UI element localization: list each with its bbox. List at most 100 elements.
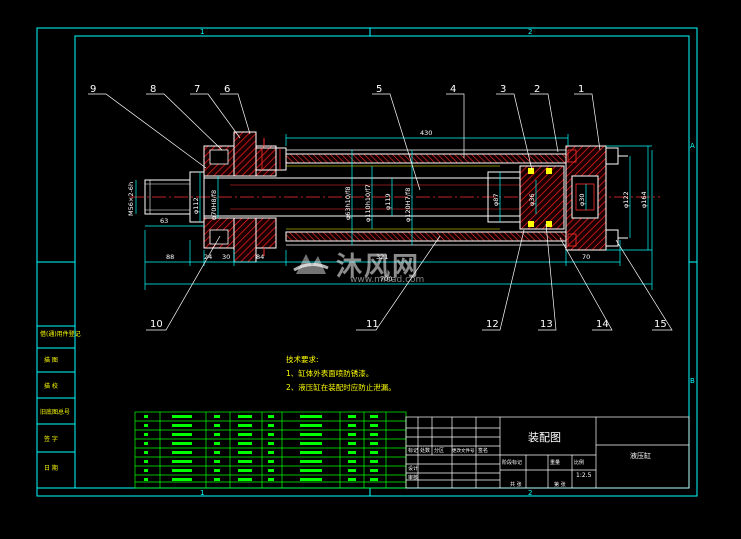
parts-cell-mark <box>144 442 148 445</box>
dim-phi70: φ70H8/f8 <box>210 190 218 220</box>
strip-3: 描 校 <box>44 382 58 390</box>
parts-cell-mark <box>268 415 274 418</box>
zone-right-b: B <box>690 377 695 385</box>
parts-cell-mark <box>348 442 356 445</box>
dim-88: 88 <box>166 253 174 261</box>
dim-phi36: φ36 <box>528 193 536 206</box>
parts-cell-mark <box>144 478 148 481</box>
dim-63: 63 <box>160 217 168 225</box>
label-count: 处数 <box>420 447 430 454</box>
parts-cell-mark <box>214 451 220 454</box>
dim-321: 321 <box>376 253 388 261</box>
parts-cell-mark <box>348 478 356 481</box>
cylinder-assembly <box>130 131 660 263</box>
parts-cell-mark <box>268 442 274 445</box>
parts-cell-mark <box>144 460 148 463</box>
parts-cell-mark <box>348 469 356 472</box>
part-label-5: 5 <box>376 84 382 95</box>
parts-cell-mark <box>370 478 378 481</box>
dim-30: 30 <box>222 253 230 261</box>
parts-cell-mark <box>370 442 378 445</box>
parts-cell-mark <box>238 415 252 418</box>
left-strip: 借(通)用件登记 描 图 描 校 旧底图总号 签 字 日 期 <box>36 261 81 489</box>
parts-cell-mark <box>144 415 148 418</box>
zone-bottom-right: 2 <box>528 489 532 497</box>
parts-cell-mark <box>172 451 192 454</box>
zone-top-right: 2 <box>528 28 532 36</box>
dim-phi119: φ119 <box>384 193 392 210</box>
parts-cell-mark <box>214 469 220 472</box>
sheet-number: 第 张 <box>554 481 566 488</box>
parts-cell-mark <box>348 451 356 454</box>
strip-5: 签 字 <box>44 435 58 443</box>
dim-phi63: φ63h10/f8 <box>344 186 352 220</box>
parts-cell-mark <box>214 442 220 445</box>
dim-phi120: φ120H7/f8 <box>404 188 412 222</box>
part-label-6: 6 <box>224 84 230 95</box>
label-weight: 重量 <box>550 459 560 466</box>
parts-cell-mark <box>172 442 192 445</box>
parts-cell-mark <box>300 469 322 472</box>
label-stage: 阶段标记 <box>502 459 522 466</box>
part-label-10: 10 <box>150 319 163 330</box>
cap-flange-top <box>233 131 257 177</box>
parts-cell-mark <box>144 424 148 427</box>
note-2: 2、液压缸在装配时应防止泄漏。 <box>286 382 396 392</box>
dim-700: 700 <box>380 275 392 283</box>
balloon-numbers: 9 8 7 6 5 4 3 2 1 10 11 12 13 14 15 <box>90 84 667 330</box>
strip-2: 描 图 <box>44 356 58 364</box>
part-label-7: 7 <box>194 84 200 95</box>
parts-cell-mark <box>172 469 192 472</box>
rear-flange-top <box>605 147 619 165</box>
parts-cell-mark <box>238 442 252 445</box>
parts-cell-mark <box>214 415 220 418</box>
parts-cell-mark <box>214 433 220 436</box>
part-label-14: 14 <box>596 319 609 330</box>
rear-flange-bottom <box>605 229 619 247</box>
strip-6: 日 期 <box>44 464 58 472</box>
parts-cell-mark <box>268 469 274 472</box>
part-name: 液压缸 <box>630 451 651 460</box>
dim-430: 430 <box>420 129 432 137</box>
parts-cell-mark <box>268 478 274 481</box>
dim-phi87: φ87 <box>492 193 500 206</box>
part-label-1: 1 <box>578 84 584 95</box>
technical-notes: 技术要求: 1、缸体外表面喷防锈漆。 2、液压缸在装配时应防止泄漏。 <box>286 354 396 392</box>
part-label-13: 13 <box>540 319 553 330</box>
part-label-2: 2 <box>534 84 540 95</box>
parts-cell-mark <box>370 433 378 436</box>
label-review: 审核 <box>408 474 418 481</box>
part-label-11: 11 <box>366 319 379 330</box>
parts-cell-mark <box>268 460 274 463</box>
part-label-3: 3 <box>500 84 506 95</box>
strip-4: 旧底图总号 <box>40 408 70 416</box>
parts-cell-mark <box>268 424 274 427</box>
parts-cell-mark <box>300 433 322 436</box>
parts-cell-mark <box>370 460 378 463</box>
zone-right-a: A <box>690 142 695 150</box>
note-1: 1、缸体外表面喷防锈漆。 <box>286 368 373 378</box>
parts-cell-mark <box>144 433 148 436</box>
parts-cell-mark <box>172 424 192 427</box>
parts-cell-mark <box>238 460 252 463</box>
notes-heading: 技术要求: <box>286 354 319 364</box>
parts-cell-mark <box>300 424 322 427</box>
title-block-text: 装配图 液压缸 标记 处数 分区 更改文件号 签名 设计 审核 阶段标记 重量 … <box>408 431 651 488</box>
parts-cell-mark <box>238 433 252 436</box>
label-zone: 分区 <box>434 447 444 454</box>
parts-cell-mark <box>172 433 192 436</box>
parts-cell-mark <box>172 460 192 463</box>
parts-cell-mark <box>300 478 322 481</box>
label-mark: 标记 <box>408 447 418 454</box>
barrel-wall-top <box>285 153 569 164</box>
parts-cell-mark <box>214 478 220 481</box>
label-design: 设计 <box>408 465 418 472</box>
dim-phi30: φ30 <box>578 193 586 206</box>
dim-phi122: φ122 <box>622 191 630 208</box>
parts-cell-mark <box>238 451 252 454</box>
parts-cell-mark <box>348 433 356 436</box>
parts-cell-mark <box>370 424 378 427</box>
zone-bottom-left: 1 <box>200 489 204 497</box>
dim-phi110: φ110h10/f7 <box>364 184 372 222</box>
parts-cell-mark <box>300 442 322 445</box>
